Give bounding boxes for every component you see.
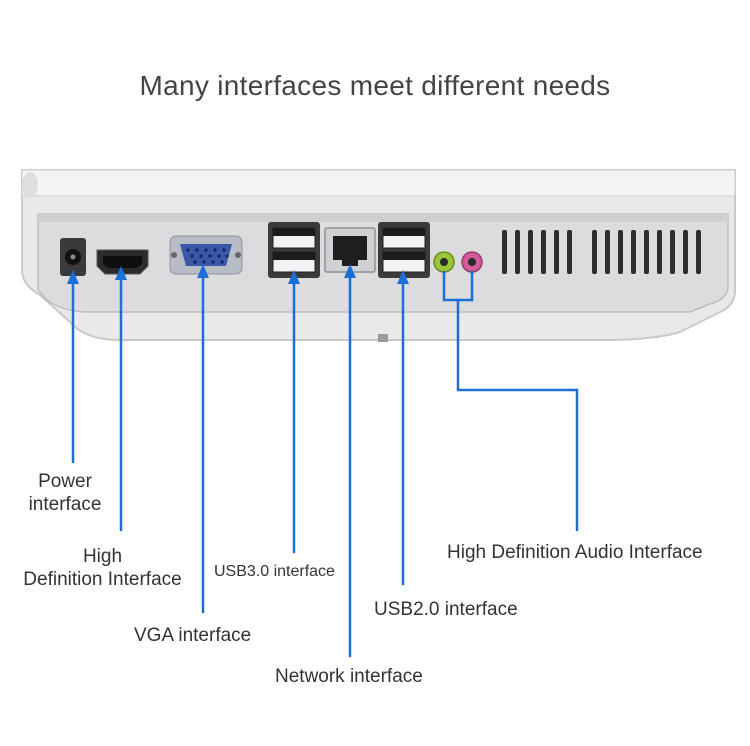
network-interface-label: Network interface [275, 666, 423, 687]
leader-lines [71, 266, 579, 658]
power-label-line1: Power [38, 471, 92, 492]
device-top-lip [21, 169, 736, 197]
vent-slots [502, 230, 701, 274]
leader-arrows [67, 264, 409, 284]
usb2-interface-label: USB2.0 interface [374, 599, 518, 620]
vga-interface-label: VGA interface [134, 625, 252, 646]
usb3-port-icon [268, 222, 320, 278]
power-interface-label: Power interface [20, 470, 110, 516]
leader-line-audio [456, 298, 579, 532]
network-port-icon [324, 227, 376, 273]
audio-jack-pink-icon [461, 251, 483, 273]
usb2-port-icon [378, 222, 430, 278]
hd-label-line1: High [82, 546, 123, 567]
device-corner [22, 172, 38, 198]
vga-port-icon [169, 235, 243, 275]
stand-knob [378, 334, 388, 342]
audio-jack-green-icon [433, 251, 455, 273]
usb3-interface-label: USB3.0 interface [214, 563, 335, 580]
power-label-line2: interface [28, 494, 102, 515]
hdmi-port-icon [96, 249, 149, 275]
hd-audio-interface-label: High Definition Audio Interface [447, 542, 703, 563]
power-jack-icon [60, 238, 86, 276]
hd-interface-label: High Definition Interface [10, 545, 195, 591]
page-title: Many interfaces meet different needs [139, 70, 611, 101]
hd-label-line2: Definition Interface [23, 569, 182, 590]
port-panel-shadow [38, 214, 728, 222]
